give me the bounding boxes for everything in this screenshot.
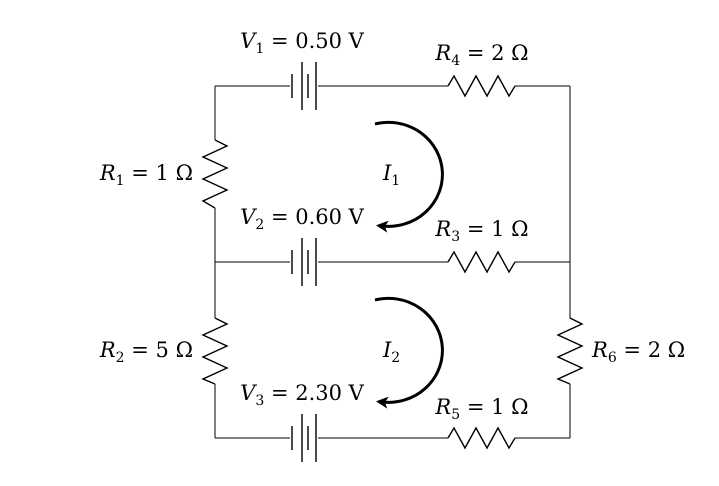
- resistor-r6-symbol: [556, 317, 584, 385]
- resistor-r1-symbol: [201, 139, 229, 209]
- battery-v2-symbol: [291, 238, 317, 286]
- label-r5: R5 = 1 Ω: [434, 395, 528, 423]
- label-r3: R3 = 1 Ω: [434, 217, 528, 245]
- battery-v3-symbol: [291, 414, 317, 462]
- label-v1: V1 = 0.50 V: [240, 29, 364, 57]
- resistor-r3-symbol: [447, 250, 516, 274]
- label-i2: I2: [382, 338, 400, 366]
- label-v2: V2 = 0.60 V: [240, 205, 364, 233]
- label-r6: R6 = 2 Ω: [591, 338, 685, 366]
- resistor-r4-symbol: [447, 74, 516, 98]
- label-r2: R2 = 5 Ω: [99, 338, 193, 366]
- label-v3: V3 = 2.30 V: [240, 381, 364, 409]
- label-i1: I1: [382, 161, 400, 189]
- resistor-r5-symbol: [447, 426, 516, 450]
- wires: [214, 85, 571, 439]
- label-r1: R1 = 1 Ω: [99, 161, 193, 189]
- battery-v1-symbol: [291, 62, 317, 110]
- current-i2-arrow: [374, 296, 444, 409]
- current-i1-arrow: [374, 120, 444, 233]
- label-r4: R4 = 2 Ω: [434, 41, 528, 69]
- resistor-r2-symbol: [201, 317, 229, 385]
